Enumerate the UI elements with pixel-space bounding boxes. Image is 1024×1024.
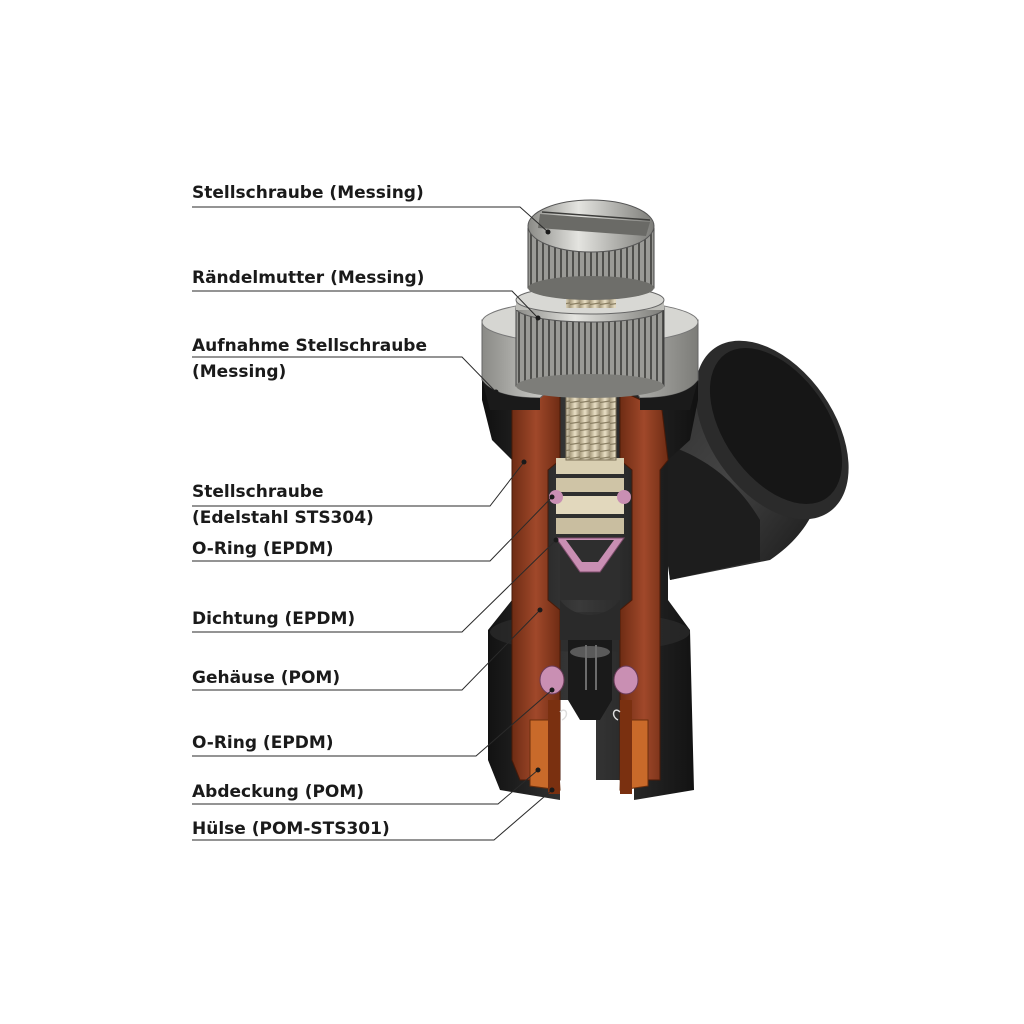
part-labels: Stellschraube (Messing) Rändelmutter (Me… [192,183,427,839]
label-gehaeuse: Gehäuse (POM) [192,668,340,688]
leader-o-ring-2 [192,689,553,757]
leader-huelse [192,789,553,841]
label-stellschraube-edelstahl-line1: Stellschraube [192,482,324,502]
leader-aufnahme [192,356,497,393]
label-abdeckung: Abdeckung (POM) [192,782,364,802]
label-stellschraube-edelstahl-line2: (Edelstahl STS304) [192,508,374,528]
leader-o-ring-1 [192,496,553,562]
label-huelse: Hülse (POM-STS301) [192,819,390,839]
label-dichtung: Dichtung (EPDM) [192,609,355,629]
label-o-ring-1: O-Ring (EPDM) [192,539,334,559]
lower-internals [529,640,649,794]
leader-abdeckung [192,769,539,805]
leader-raendelmutter [192,290,539,319]
label-stellschraube-messing: Stellschraube (Messing) [192,183,424,203]
brass-thumb-screw [527,199,655,300]
leader-lines [192,206,559,841]
knurled-nut [515,285,665,398]
inner-bore [549,458,631,600]
label-o-ring-2: O-Ring (EPDM) [192,733,334,753]
leader-stellschraube-edelstahl [192,461,525,507]
leader-gehaeuse [192,609,541,691]
label-raendelmutter: Rändelmutter (Messing) [192,268,424,288]
leader-dichtung [192,539,557,633]
label-aufnahme-line2: (Messing) [192,362,286,382]
label-aufnahme-line1: Aufnahme Stellschraube [192,336,427,356]
leader-stellschraube-messing [192,206,549,233]
